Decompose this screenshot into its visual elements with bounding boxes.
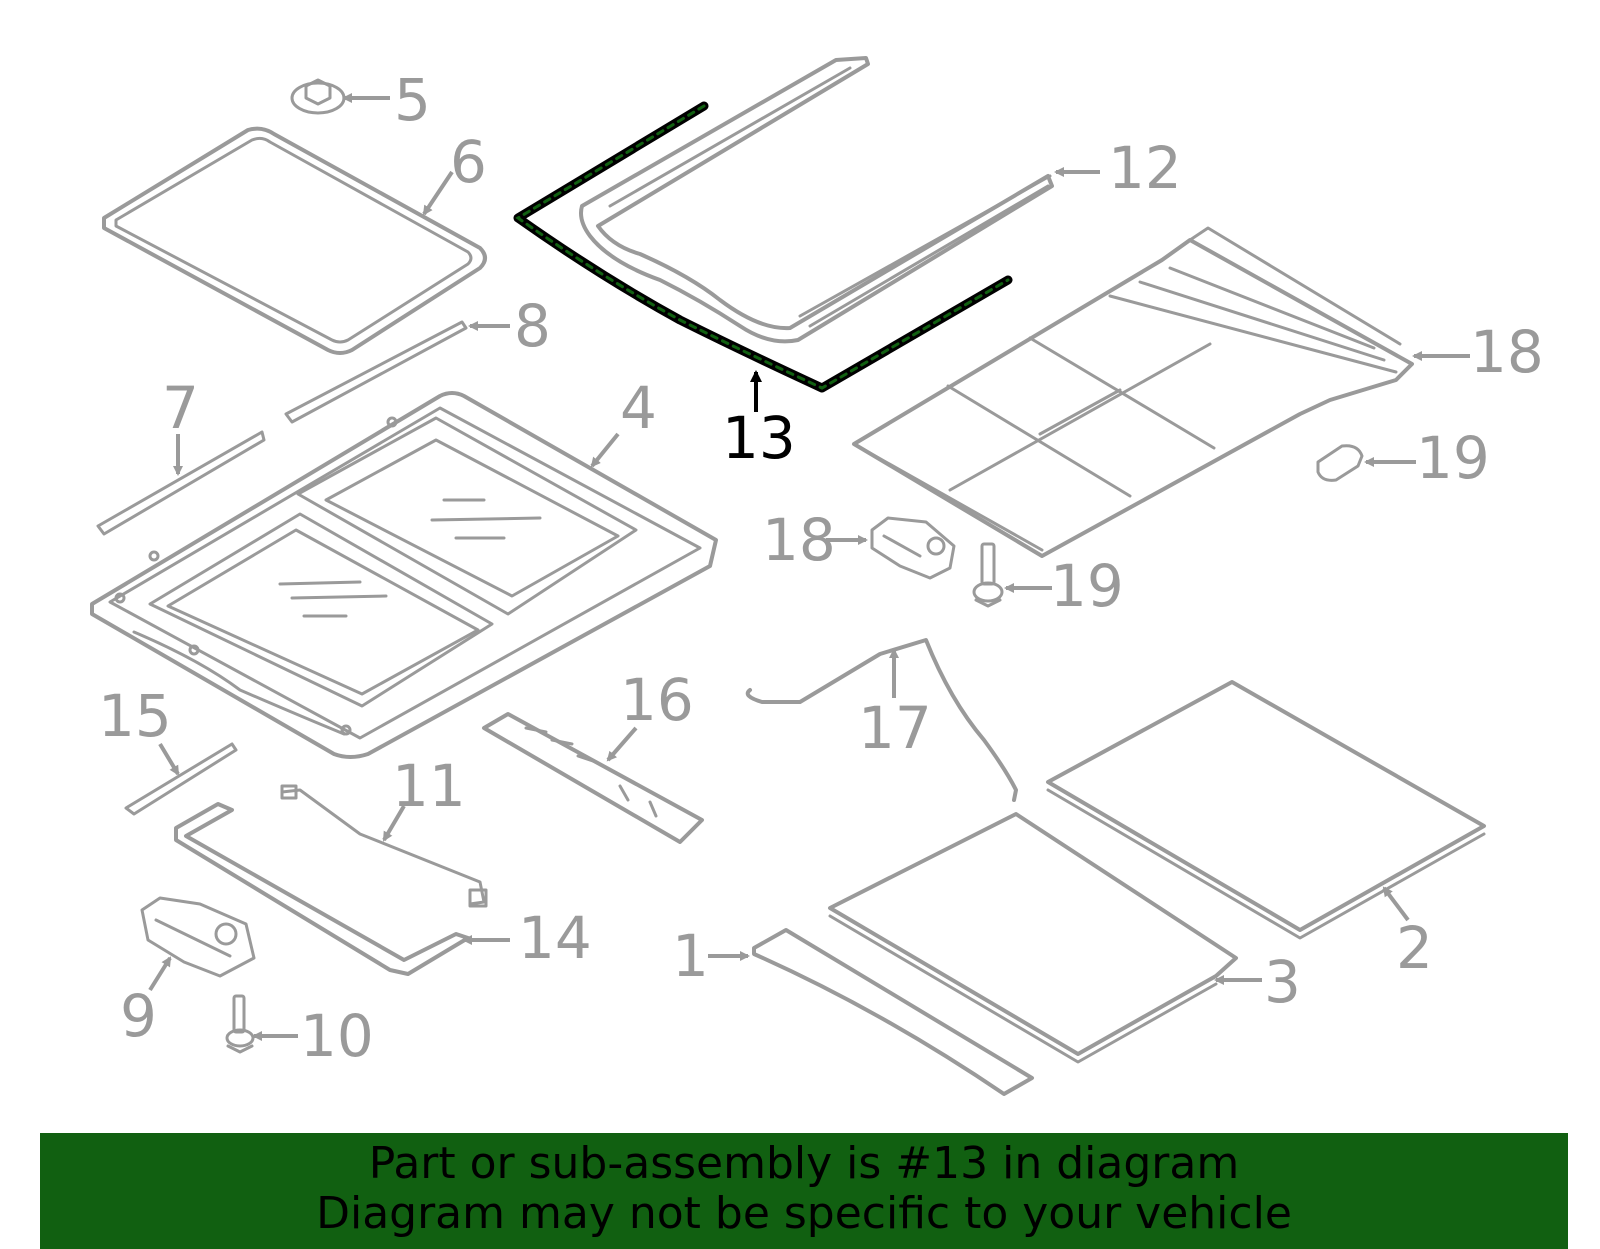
part-19-bolt [972,542,1004,608]
part-1-deflector [752,928,1034,1096]
arrow-15 [158,742,180,776]
callout-19a: 19 [1416,424,1490,492]
part-7-strip [96,430,266,536]
part-19-clip [1316,444,1364,482]
callout-19b: 19 [1050,552,1124,620]
arrow-16 [606,726,638,762]
arrow-4 [590,432,620,468]
part-9-motor [140,896,256,978]
part-2-glass-panel [1046,680,1486,940]
callout-5: 5 [394,66,431,134]
arrow-11 [382,804,406,842]
info-banner: Part or sub-assembly is #13 in diagram D… [40,1133,1568,1249]
part-11-cable [280,784,488,908]
callout-9: 9 [120,982,157,1050]
callout-15: 15 [98,682,172,750]
callout-8: 8 [514,292,551,360]
part-12-rail-frame [579,56,1054,344]
callout-2: 2 [1396,914,1433,982]
callout-7: 7 [162,374,199,442]
arrow-2 [1382,886,1410,922]
part-8-strip [284,320,468,424]
arrow-6 [422,170,454,216]
part-13-seal-highlighted [513,101,1013,393]
callout-1: 1 [672,922,709,990]
part-16-bracket [482,712,704,844]
callout-10: 10 [300,1002,374,1070]
banner-line-1: Part or sub-assembly is #13 in diagram [368,1138,1240,1189]
callout-17: 17 [858,694,932,762]
callout-3: 3 [1264,948,1301,1016]
banner-line-2: Diagram may not be specific to your vehi… [316,1188,1292,1239]
part-14-drain-channel [174,802,470,976]
part-4-sunroof-housing [90,391,718,759]
callout-13: 13 [722,404,796,472]
callout-12: 12 [1108,134,1182,202]
part-17-cable [745,638,1018,802]
callout-6: 6 [450,128,487,196]
callout-16: 16 [620,666,694,734]
part-18-motor [870,516,956,580]
part-18-sunshade [852,226,1414,558]
callout-18b: 18 [762,506,836,574]
part-10-bolt [225,994,255,1054]
callout-4: 4 [620,374,657,442]
part-15-strip [124,742,238,816]
arrow-9 [148,956,172,992]
part-6-glass-frame [102,126,487,355]
callout-18a: 18 [1470,318,1544,386]
callout-11: 11 [392,752,466,820]
part-5-nut [290,78,346,115]
part-3-glass-panel [828,812,1238,1064]
callout-14: 14 [518,904,592,972]
